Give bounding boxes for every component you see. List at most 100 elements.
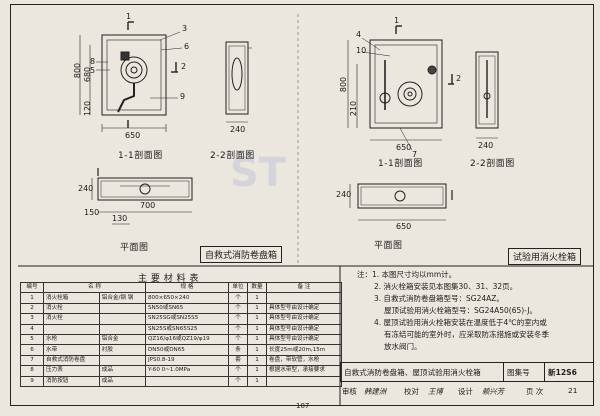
header-col: 备 注 [266,281,342,294]
table-cell: 3 [20,313,44,325]
table-cell: 1 [247,313,267,325]
note-line: 4. 屋顶试验用消火栓箱安装在温度低于4℃的室内或 [374,318,547,327]
table-cell: 4 [20,323,44,335]
table-cell: 衬胶 [98,344,147,356]
watermark: ST [230,150,287,196]
mark-1-left: 1 [126,12,132,21]
title-block-code: 新12S6 [544,362,594,382]
table-cell: 个 [228,323,248,335]
dim-240-right: 240 [478,141,494,150]
table-cell: 1 [247,375,267,387]
view-title-plan-right: 平面图 [374,241,403,251]
table-cell [98,354,147,367]
table-cell: 成品 [98,375,147,387]
materials-header-row: 编号 名 称 规 格 单位 数量 备 注 [20,281,342,294]
dim-800-left: 800 [73,62,83,79]
page-number: 21 [568,386,578,395]
view-title-section-22-right: 2-2剖面图 [470,159,515,169]
table-cell: 个 [228,302,248,315]
view-title-section-11-right: 1-1剖面图 [378,159,423,169]
note-line: 有冻结可能的室外时，应采取防冻措施或安装冬季 [384,330,549,339]
caption-left: 自救式消防卷盘箱 [200,246,283,263]
dim-800-right: 800 [339,76,349,93]
table-cell: 1 [20,292,44,304]
table-cell: 1 [247,354,267,367]
table-cell: 1 [247,344,267,356]
table-cell: 成品 [98,365,147,377]
table-cell: Y-60 0~1.0MPa [145,365,229,377]
sig-check-label: 校对 [404,387,419,396]
sig-review-label: 审核 [342,387,357,396]
title-block-name: 自救式消防卷盘箱、屋顶试验用消火栓箱 [340,362,504,382]
table-cell: 具体型号由设计确定 [266,302,342,315]
dim-650-right: 650 [396,143,412,152]
callout-3: 3 [182,24,188,33]
table-cell [43,323,100,335]
callout-7: 7 [412,150,418,159]
table-cell: 1 [247,333,267,346]
note-line: 3. 自救式消防卷盘箱型号：SG24AZ。 [374,294,504,303]
sig-review-name: 韩建洲 [364,387,387,396]
table-cell: 消火栓箱 [43,292,100,304]
table-cell: 1 [247,365,267,377]
table-cell: 1 [247,323,267,335]
table-cell: JPS0.8-19 [145,354,229,367]
view-title-section-22-left: 2-2剖面图 [210,151,255,161]
table-cell: 具体型号由设计确定 [266,323,342,335]
sig-design-name: 赖兴芳 [482,387,505,396]
table-cell: 800×650×240 [145,292,229,304]
table-cell: 水枪 [43,333,100,346]
table-cell [98,313,147,325]
dim-650-plan-right: 650 [396,222,412,231]
header-col: 编号 [20,281,44,294]
table-cell: 个 [228,333,248,346]
note-line: 屋顶试验用消火栓箱型号：SG24A50(65)-J。 [384,306,538,315]
dim-210-right: 210 [349,100,359,117]
note-line: 放水阀门。 [384,342,422,351]
notes: 注：1. 本图尺寸均以mm计。 2. 消火栓箱安装见本图集30、31、32页。 … [357,269,589,353]
table-cell: 具体型号由设计确定 [266,333,342,346]
callout-9: 9 [180,92,186,101]
callout-4: 4 [356,30,362,39]
callout-6: 6 [184,42,190,51]
table-cell: 卷盘，带软管，水枪 [266,354,342,367]
table-cell: 1 [247,292,267,304]
table-cell: 水带 [43,344,100,356]
signature-row: 审核 韩建洲 校对 王博 设计 赖兴芳 页 次 21 [340,381,594,400]
dim-120-left: 120 [83,100,93,117]
table-cell: 个 [228,375,248,387]
header-col: 单位 [228,281,248,294]
note-line: 注：1. 本图尺寸均以mm计。 [357,270,457,279]
mark-1-right: 1 [394,16,400,25]
sig-check-name: 王博 [428,387,443,396]
title-block: 自救式消防卷盘箱、屋顶试验用消火栓箱 图集号 新12S6 [340,362,594,382]
table-cell: 根据水带型，承接要求 [266,365,342,377]
table-cell [98,302,147,315]
dim-150-plan: 150 [84,208,100,217]
caption-right: 试验用消火栓箱 [508,248,582,265]
callout-8: 8 [90,57,96,66]
table-cell: 铝合金 [98,333,147,346]
table-cell: 1 [247,302,267,315]
materials-title: 主 要 材 料 表 [138,274,199,284]
table-cell: 7 [20,354,44,367]
header-col: 名 称 [43,281,146,294]
callout-10: 10 [356,46,367,55]
dim-650-left: 650 [125,131,141,140]
table-cell: SN50或SN65 [145,302,229,315]
page-label: 页 次 [526,387,544,396]
table-cell: 套 [228,354,248,367]
table-cell [266,375,342,387]
note-line: 2. 消火栓箱安装见本图集30、31、32页。 [374,282,518,291]
drawing-frame [10,4,594,406]
